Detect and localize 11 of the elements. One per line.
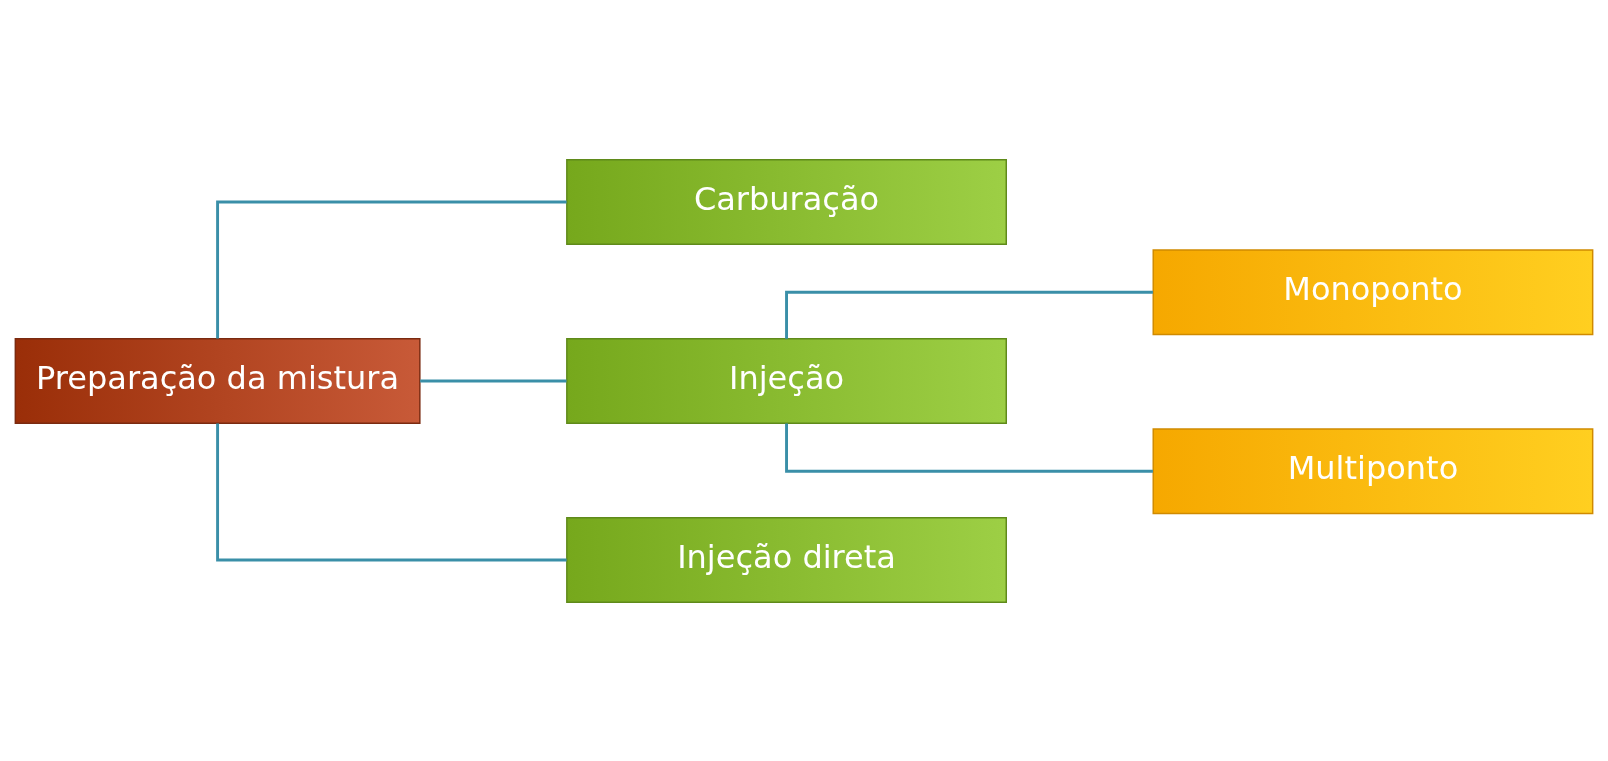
connector bbox=[420, 379, 567, 382]
node-box: Monoponto bbox=[1152, 248, 1594, 335]
connector bbox=[216, 200, 567, 339]
node-box: Injeção direta bbox=[566, 516, 1007, 603]
node-box: Preparação da mistura bbox=[14, 337, 421, 424]
connector bbox=[785, 290, 1153, 339]
node-box: Multiponto bbox=[1152, 427, 1594, 514]
connector bbox=[785, 422, 1153, 473]
node-box: Carburação bbox=[566, 158, 1007, 245]
node-box: Injeção bbox=[566, 337, 1007, 424]
connector bbox=[216, 422, 567, 561]
